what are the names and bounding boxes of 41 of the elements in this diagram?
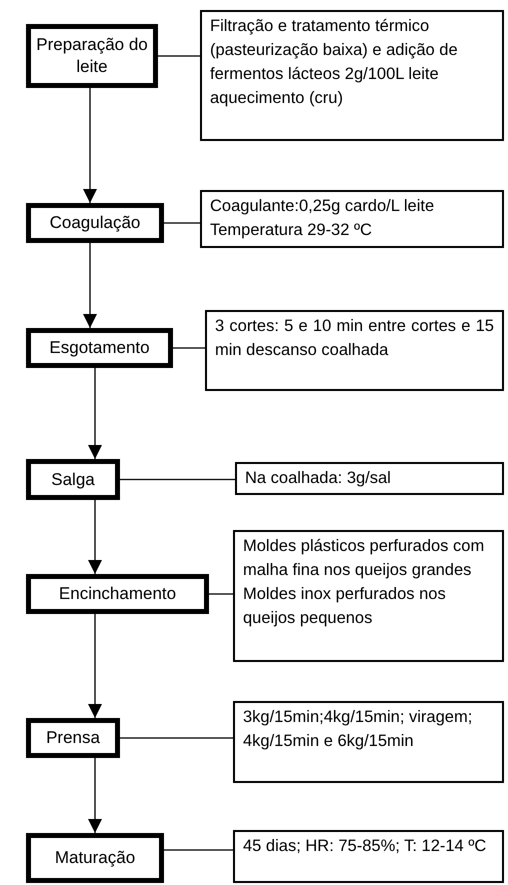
step-label: Preparação do leite xyxy=(35,34,149,78)
connector-line xyxy=(158,55,200,57)
process-box xyxy=(26,328,173,368)
step-label: Encinchamento xyxy=(58,583,176,605)
note-text: Na coalhada: 3g/sal xyxy=(245,468,392,489)
note-box xyxy=(235,462,504,495)
connector-line xyxy=(120,737,233,739)
note-text: 3kg/15min;4kg/15min; viragem; 4kg/15min e 6kg/15min xyxy=(243,707,474,752)
process-box xyxy=(26,203,164,243)
note-text: Coagulante:0,25g cardo/L leite Temperatura 29-32 ºC xyxy=(210,196,436,241)
arrow xyxy=(88,500,102,574)
note-box xyxy=(200,190,504,248)
note-box xyxy=(233,530,504,662)
arrow xyxy=(88,614,102,718)
arrow xyxy=(83,88,97,203)
note-box xyxy=(200,10,504,141)
step-label: Maturação xyxy=(54,847,136,869)
note-text: Moldes plásticos perfurados com malha fina nos queijos grandes Moldes inox perfurados nos queijos pequenos xyxy=(243,536,486,629)
step-label: Coagulação xyxy=(50,212,140,234)
step-label: Esgotamento xyxy=(49,337,150,359)
arrow xyxy=(88,368,102,459)
step-label: Prensa xyxy=(46,727,100,749)
process-box xyxy=(26,833,164,883)
arrow xyxy=(88,758,102,833)
note-text: 45 dias; HR: 75-85%; T: 12-14 ºC xyxy=(243,836,488,857)
arrow xyxy=(83,243,97,328)
connector-line xyxy=(164,849,233,851)
process-box xyxy=(26,718,120,758)
note-box xyxy=(233,701,504,783)
process-box xyxy=(26,24,158,88)
process-box xyxy=(26,574,209,614)
connector-line xyxy=(164,222,200,224)
step-label: Salga xyxy=(51,468,95,490)
note-text: Filtração e tratamento térmico (pasteurização baixa) e adição de fermentos lácteos 2g/100L leite aquecimento (cru) xyxy=(210,16,459,109)
note-text: 3 cortes: 5 e 10 min entre cortes e 15 min descanso coalhada xyxy=(215,316,494,361)
note-box xyxy=(233,830,504,883)
note-box xyxy=(205,310,504,391)
connector-line xyxy=(173,347,205,349)
connector-line xyxy=(209,593,233,595)
process-box xyxy=(26,459,120,500)
connector-line xyxy=(120,478,235,480)
